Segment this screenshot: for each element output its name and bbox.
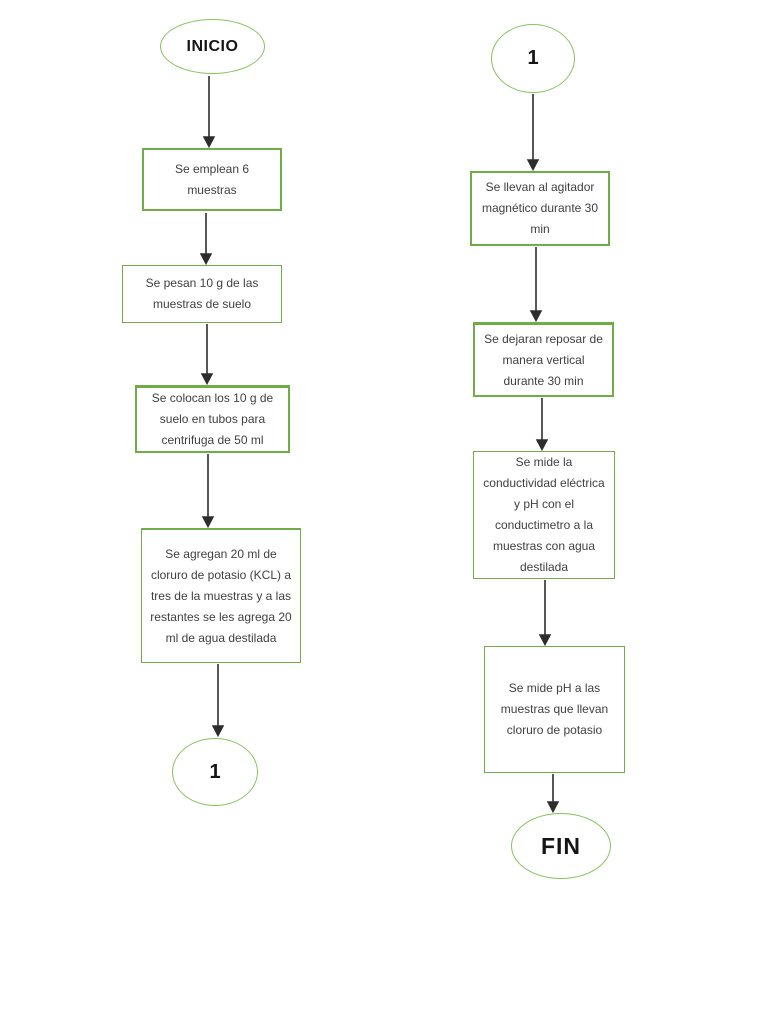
process-box-conductividad: Se mide la conductividad eléctrica y pH …	[473, 451, 615, 579]
end-terminal-fin: FIN	[511, 813, 611, 879]
process-box-mide-ph: Se mide pH a las muestras que llevan clo…	[484, 646, 625, 773]
connector-terminal-1-left: 1	[172, 738, 258, 806]
process-box-muestras: Se emplean 6 muestras	[142, 148, 282, 211]
process-box-cloruro: Se agregan 20 ml de cloruro de potasio (…	[141, 528, 301, 663]
process-box-tubos: Se colocan los 10 g de suelo en tubos pa…	[135, 385, 290, 453]
process-box-reposar: Se dejaran reposar de manera vertical du…	[473, 322, 614, 397]
process-box-pesan: Se pesan 10 g de las muestras de suelo	[122, 265, 282, 323]
connector-terminal-1-right: 1	[491, 24, 575, 93]
process-box-agitador: Se llevan al agitador magnético durante …	[470, 171, 610, 246]
start-terminal-inicio: INICIO	[160, 19, 265, 74]
